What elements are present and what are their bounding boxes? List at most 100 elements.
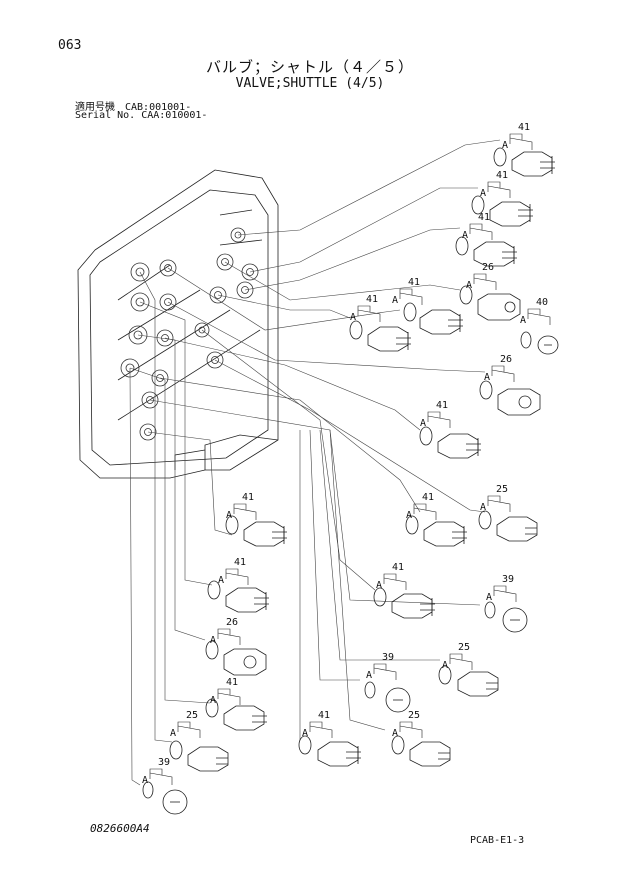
callout-41: 41A xyxy=(350,294,381,323)
serial-applicable: 適用号機 CAB:001001- xyxy=(75,102,192,113)
oring-marker-label: A xyxy=(350,312,356,323)
part-group-8 xyxy=(479,380,541,416)
callout-26: 26A xyxy=(466,262,497,291)
callout-25: 25A xyxy=(392,710,423,739)
callout-41: 41A xyxy=(406,492,437,521)
part-group-15 xyxy=(207,580,269,613)
oring-marker-label: A xyxy=(142,775,148,786)
oring-marker-label: A xyxy=(462,230,468,241)
callout-41: 41A xyxy=(462,212,493,241)
callout-41: 41A xyxy=(210,677,241,706)
callout-bracket xyxy=(357,305,381,322)
part-group-11 xyxy=(478,510,538,542)
callout-40: 40A xyxy=(520,297,551,326)
oring-marker-label: A xyxy=(502,140,508,151)
callout-41: 41A xyxy=(420,400,451,429)
callout-25: 25A xyxy=(170,710,201,739)
parts xyxy=(142,147,559,815)
part-number-label: 26 xyxy=(226,617,238,628)
valve-block xyxy=(77,169,279,479)
oring-marker-label: A xyxy=(406,510,412,521)
part-group-22 xyxy=(391,735,451,767)
oring-marker-label: A xyxy=(520,315,526,326)
callout-labels: 41A41A41A26A40A41A41A26A41A41A25A41A41A3… xyxy=(142,122,551,786)
part-number-label: 26 xyxy=(500,354,512,365)
part-group-14 xyxy=(484,601,528,633)
part-number-label: 41 xyxy=(226,677,238,688)
oring-marker-label: A xyxy=(392,295,398,306)
part-group-6 xyxy=(349,320,411,352)
oring-marker-label: A xyxy=(210,695,216,706)
callout-41: 41A xyxy=(226,492,257,521)
part-group-4 xyxy=(459,285,521,321)
part-group-13 xyxy=(373,587,435,619)
part-number-label: 25 xyxy=(408,710,420,721)
part-number-label: 41 xyxy=(242,492,254,503)
callout-39: 39A xyxy=(486,574,517,603)
part-group-12 xyxy=(225,515,287,547)
part-number-label: 41 xyxy=(408,277,420,288)
oring-marker-label: A xyxy=(170,728,176,739)
part-number-label: 41 xyxy=(478,212,490,223)
part-group-3 xyxy=(455,236,517,267)
callout-bracket xyxy=(373,663,397,680)
part-group-20 xyxy=(298,735,361,767)
title-english: VALVE;SHUTTLE (4/5) xyxy=(235,76,385,91)
part-number-label: 25 xyxy=(458,642,470,653)
part-number-label: 41 xyxy=(318,710,330,721)
oring-marker-label: A xyxy=(376,580,382,591)
callout-bracket xyxy=(427,411,451,428)
part-number-label: 39 xyxy=(158,757,170,768)
callout-bracket xyxy=(527,308,551,325)
callout-25: 25A xyxy=(480,484,511,513)
callout-41: 41A xyxy=(480,170,511,199)
callout-bracket xyxy=(491,365,515,382)
oring-marker-label: A xyxy=(486,592,492,603)
callout-bracket xyxy=(217,628,241,645)
drawing-code: 0826600A4 xyxy=(90,822,150,835)
callout-bracket xyxy=(217,688,241,705)
callout-41: 41A xyxy=(392,277,423,306)
callout-bracket xyxy=(399,721,423,738)
callout-bracket xyxy=(149,768,173,785)
part-number-label: 25 xyxy=(496,484,508,495)
part-number-label: 41 xyxy=(392,562,404,573)
page-number: 063 xyxy=(58,38,82,53)
part-number-label: 41 xyxy=(234,557,246,568)
part-group-1 xyxy=(493,147,555,177)
callout-39: 39A xyxy=(142,757,173,786)
oring-marker-label: A xyxy=(302,728,308,739)
callout-bracket xyxy=(413,503,437,520)
callout-bracket xyxy=(309,721,333,738)
part-number-label: 41 xyxy=(366,294,378,305)
part-number-label: 41 xyxy=(422,492,434,503)
part-number-label: 41 xyxy=(436,400,448,411)
callout-26: 26A xyxy=(484,354,515,383)
part-group-21 xyxy=(169,740,229,772)
callout-41: 41A xyxy=(302,710,333,739)
oring-marker-label: A xyxy=(420,418,426,429)
serial-number: Serial No. CAA:010001- xyxy=(75,110,208,121)
oring-marker-label: A xyxy=(392,728,398,739)
callout-bracket xyxy=(225,568,249,585)
part-group-5 xyxy=(520,331,559,355)
callout-bracket xyxy=(469,223,493,240)
part-group-7 xyxy=(403,302,463,335)
oring-marker-label: A xyxy=(480,188,486,199)
callout-bracket xyxy=(399,288,423,305)
part-group-19 xyxy=(205,698,267,731)
part-number-label: 25 xyxy=(186,710,198,721)
callout-41: 41A xyxy=(218,557,249,586)
part-number-label: 26 xyxy=(482,262,494,273)
callout-41: 41A xyxy=(376,562,407,591)
part-group-16 xyxy=(205,640,267,676)
part-number-label: 40 xyxy=(536,297,548,308)
oring-marker-label: A xyxy=(466,280,472,291)
callout-bracket xyxy=(487,181,511,198)
callout-25: 25A xyxy=(442,642,473,671)
callout-bracket xyxy=(383,573,407,590)
callout-bracket xyxy=(493,585,517,602)
callout-26: 26A xyxy=(210,617,241,646)
part-number-label: 39 xyxy=(502,574,514,585)
callout-bracket xyxy=(177,721,201,738)
